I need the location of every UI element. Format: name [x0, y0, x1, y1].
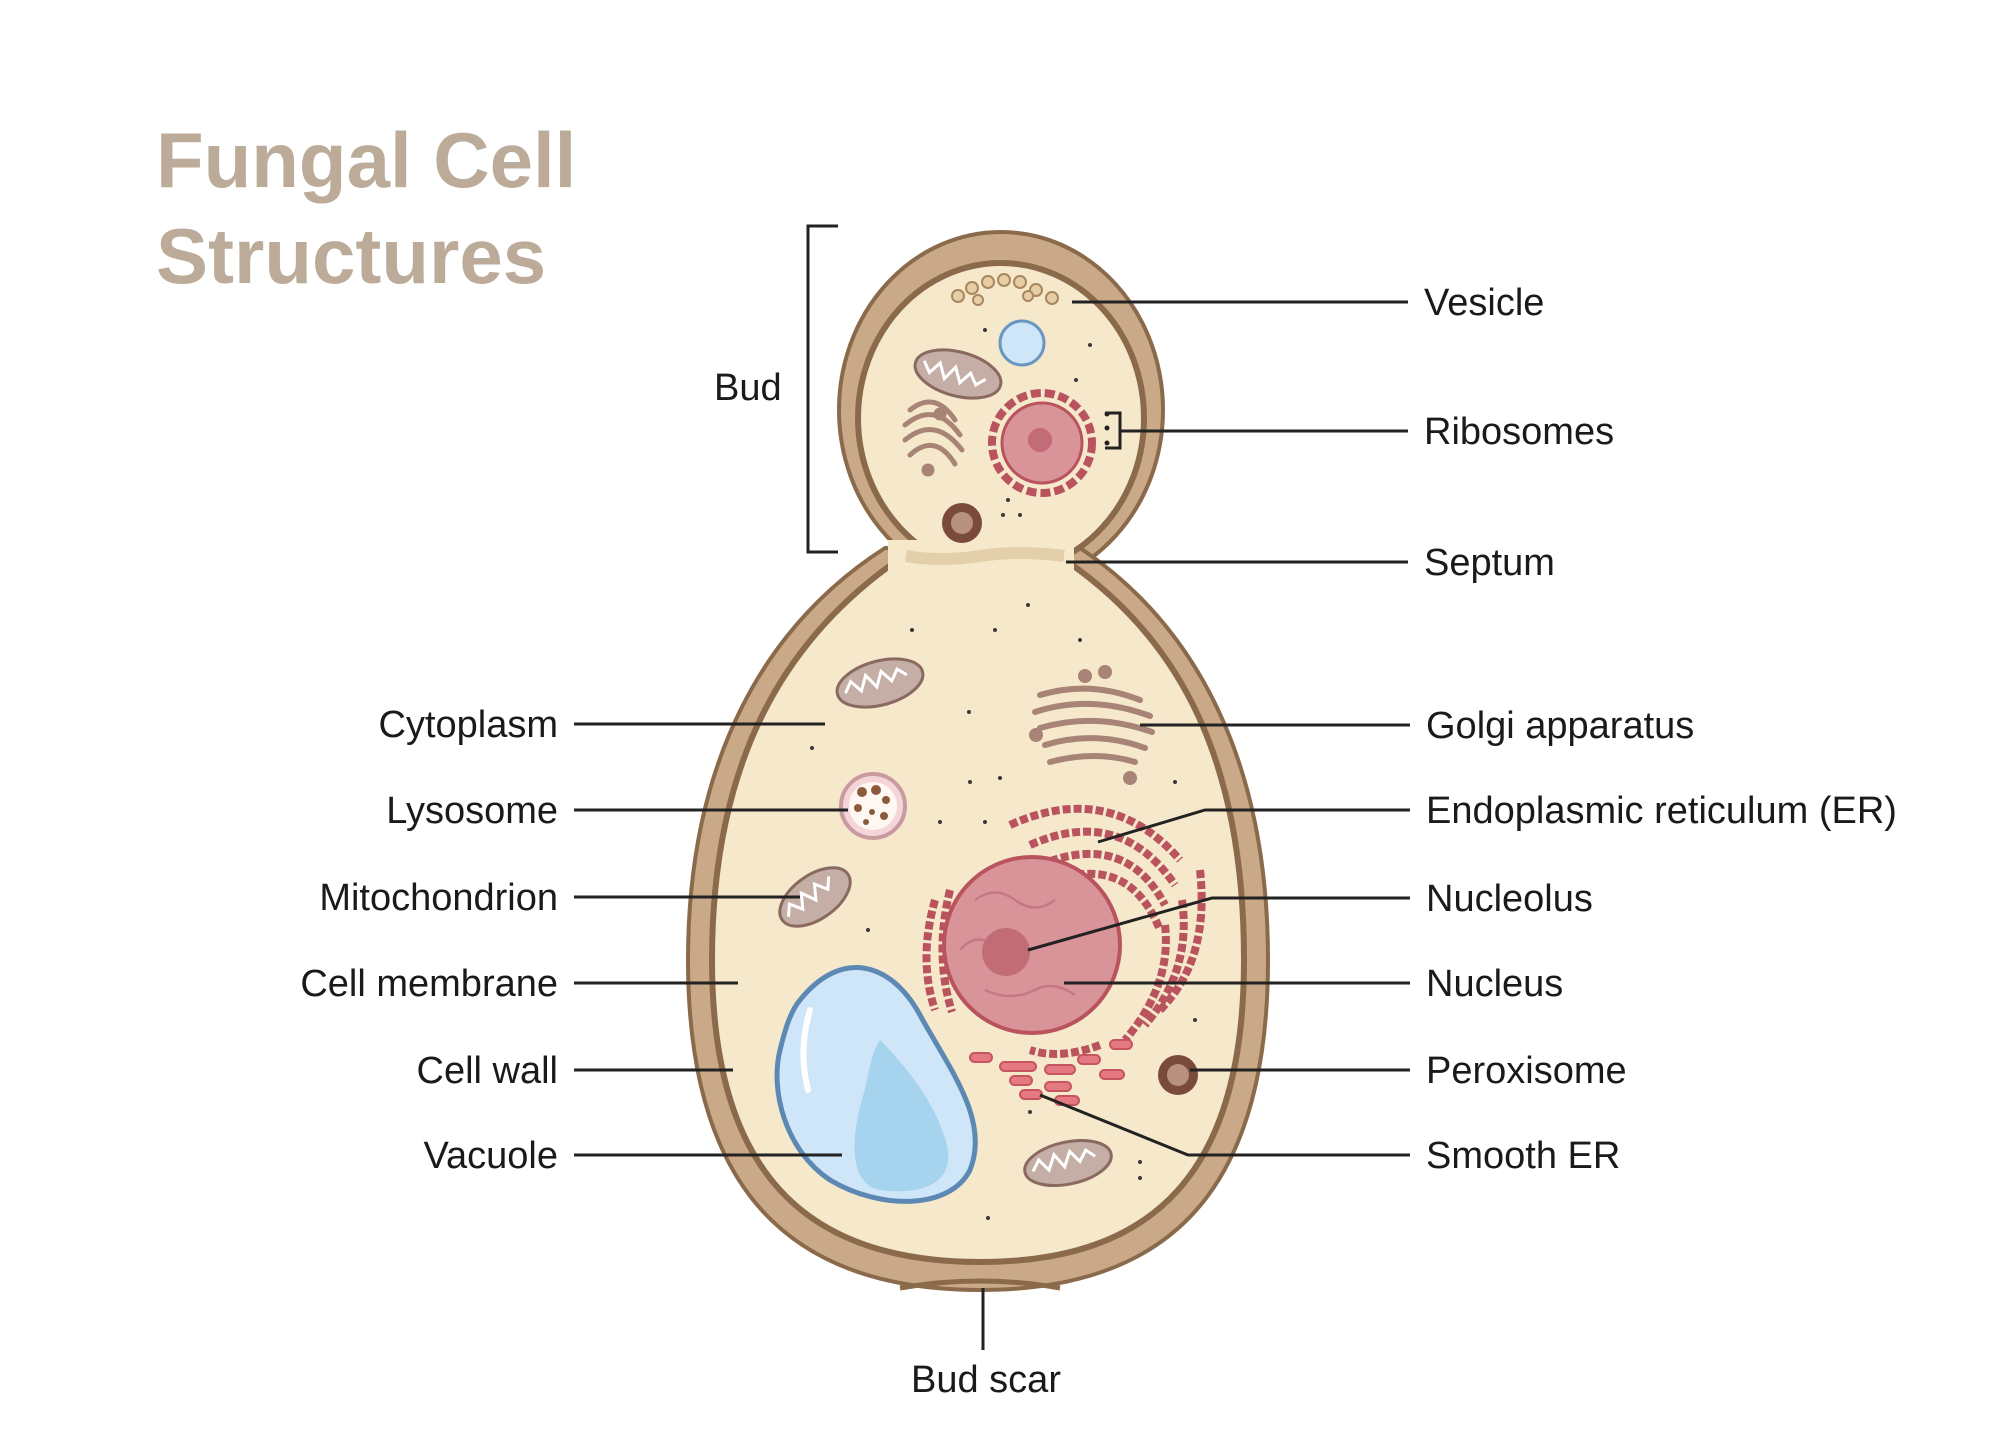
vacuole: [774, 965, 978, 1204]
nucleus: [942, 855, 1122, 1035]
mitochondrion-left: [778, 866, 852, 928]
label-peroxisome: Peroxisome: [1426, 1050, 1627, 1092]
cytoplasm-dots: [810, 328, 1197, 1220]
label-smooth-er: Smooth ER: [1426, 1135, 1620, 1177]
label-mitochondrion: Mitochondrion: [319, 877, 558, 919]
label-nucleus: Nucleus: [1426, 963, 1563, 1005]
label-er: Endoplasmic reticulum (ER): [1426, 790, 1897, 832]
label-vesicle: Vesicle: [1424, 282, 1544, 324]
label-vacuole: Vacuole: [423, 1135, 558, 1177]
bud-nucleus: [988, 389, 1096, 497]
label-lysosome: Lysosome: [386, 790, 558, 832]
mitochondrion-upper: [835, 657, 925, 709]
label-cell-wall: Cell wall: [417, 1050, 558, 1092]
bud-scar: [899, 1278, 1061, 1291]
leader-lines: [574, 300, 1410, 1350]
label-cell-membrane: Cell membrane: [300, 963, 558, 1005]
label-bud: Bud: [714, 367, 782, 409]
peroxisome: [1158, 1055, 1198, 1095]
lysosome: [839, 772, 907, 840]
mitochondrion-bud: [913, 348, 1003, 400]
title-line-1: Fungal Cell: [156, 116, 577, 204]
vesicles: [951, 273, 1059, 306]
title-line-2: Structures: [156, 212, 547, 300]
mitochondrion-lower: [1023, 1139, 1113, 1187]
septum: [904, 547, 1065, 565]
nucleolus: [982, 928, 1030, 976]
page-title: Fungal Cell Structures: [156, 112, 576, 304]
golgi-bud: [902, 399, 965, 477]
bud-peroxisome: [942, 503, 982, 543]
label-nucleolus: Nucleolus: [1426, 878, 1593, 920]
label-golgi: Golgi apparatus: [1426, 705, 1694, 747]
labels: Bud Vesicle Ribosomes Septum Golgi appar…: [300, 282, 1897, 1401]
bud-vacuole: [998, 319, 1046, 367]
label-ribosomes: Ribosomes: [1424, 411, 1614, 453]
label-septum: Septum: [1424, 542, 1555, 584]
label-cytoplasm: Cytoplasm: [379, 704, 559, 746]
bud-bracket: [806, 224, 838, 554]
golgi-apparatus: [1029, 665, 1155, 785]
label-bud-scar: Bud scar: [911, 1359, 1061, 1401]
